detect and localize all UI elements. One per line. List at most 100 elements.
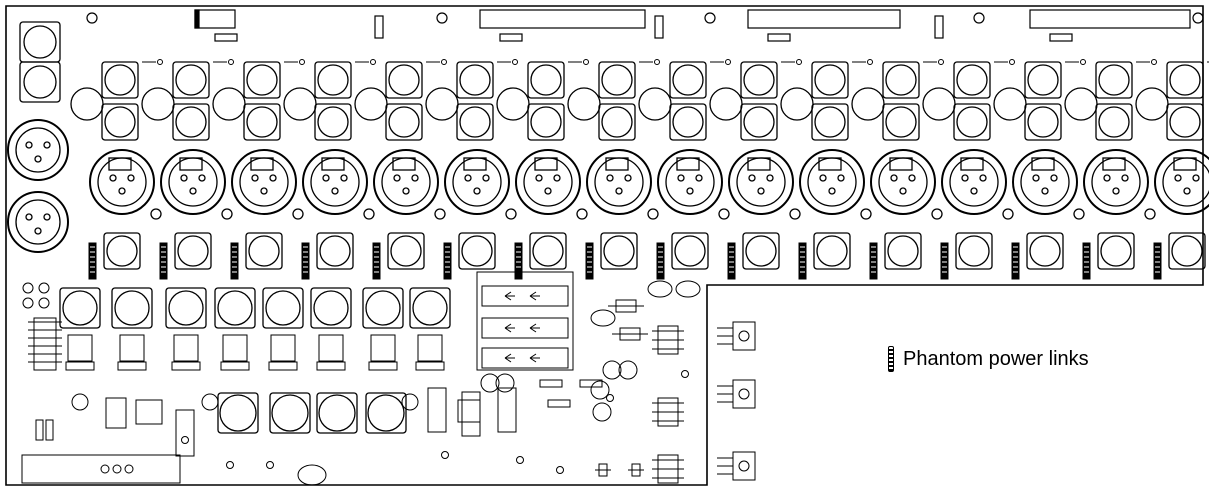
ic-chip <box>461 391 481 437</box>
phantom-power-link <box>656 242 665 280</box>
pot-knob <box>318 394 356 432</box>
switch-lever <box>481 347 569 369</box>
pot-knob <box>141 87 175 121</box>
pot-knob <box>217 290 253 326</box>
pot-body <box>1166 103 1204 141</box>
pot-body <box>314 61 352 99</box>
xlr-connector-group <box>7 119 1209 253</box>
pot-knob <box>816 235 848 267</box>
pot-body <box>165 287 207 329</box>
phantom-power-link <box>443 242 452 280</box>
capacitor <box>38 282 50 294</box>
via <box>516 456 524 464</box>
switch-label <box>220 361 250 371</box>
resistor <box>539 379 563 388</box>
header-connector <box>1029 9 1191 29</box>
via <box>299 59 305 65</box>
via <box>512 59 518 65</box>
pot-body <box>527 103 565 141</box>
pot-knob <box>1169 64 1201 96</box>
switch-label <box>316 361 346 371</box>
mounting-hole <box>704 12 716 24</box>
capacitor <box>22 297 34 309</box>
pot-knob <box>367 394 405 432</box>
pot-knob <box>1027 106 1059 138</box>
pot-knob <box>23 25 57 59</box>
xlr-connector <box>373 149 446 220</box>
xlr-connector <box>444 149 517 220</box>
pot-knob <box>956 64 988 96</box>
switch <box>67 334 93 362</box>
pot-body <box>598 61 636 99</box>
pot-body <box>669 61 707 99</box>
via <box>725 59 731 65</box>
phantom-power-link <box>230 242 239 280</box>
switch-label <box>171 361 201 371</box>
pot-knob <box>390 235 422 267</box>
pot-body <box>1095 103 1133 141</box>
header-connector <box>194 9 236 29</box>
via <box>867 59 873 65</box>
pot-body <box>387 232 425 270</box>
via <box>1080 59 1086 65</box>
pot-knob <box>743 106 775 138</box>
arrow-mark <box>504 323 540 333</box>
pot-body <box>458 232 496 270</box>
resistor <box>35 419 44 441</box>
pot-knob <box>388 64 420 96</box>
pot-knob <box>265 290 301 326</box>
pot-knob <box>168 290 204 326</box>
terminal-pin <box>112 464 122 474</box>
terminal-block <box>21 454 181 484</box>
via <box>654 59 660 65</box>
pot-knob <box>814 64 846 96</box>
pot-knob <box>885 64 917 96</box>
switch-label <box>415 361 445 371</box>
phantom-power-link <box>159 242 168 280</box>
pot-knob <box>246 64 278 96</box>
switch-block <box>476 271 574 371</box>
pot-body <box>669 103 707 141</box>
xlr-connector <box>941 149 1014 220</box>
xlr-connector <box>586 149 659 220</box>
pot-knob <box>388 106 420 138</box>
switch-label <box>368 361 398 371</box>
pot-knob <box>601 64 633 96</box>
pot-knob <box>70 87 104 121</box>
pot-body <box>813 232 851 270</box>
pot-body <box>217 392 259 434</box>
ic-chip <box>105 397 127 429</box>
pot-body <box>243 61 281 99</box>
pot-knob <box>175 64 207 96</box>
pot-body <box>671 232 709 270</box>
xlr-connector <box>160 149 233 220</box>
pot-knob <box>887 235 919 267</box>
switch <box>370 334 396 362</box>
phantom-power-link <box>1153 242 1162 280</box>
regulator-hole <box>738 388 750 400</box>
pot-knob <box>745 235 777 267</box>
ic-chip <box>457 399 481 423</box>
regulator-hole <box>738 460 750 472</box>
xlr-connector-large <box>7 119 69 181</box>
pot-knob <box>601 106 633 138</box>
pot-knob <box>459 106 491 138</box>
pot-body <box>811 103 849 141</box>
pot-knob <box>1098 64 1130 96</box>
pot-knob <box>780 87 814 121</box>
pot-knob <box>1171 235 1203 267</box>
phantom-power-link <box>514 242 523 280</box>
pot-body <box>456 103 494 141</box>
capacitor <box>590 380 610 400</box>
resistor <box>547 399 571 408</box>
xlr-connector <box>657 149 730 220</box>
ic-chip <box>497 387 517 433</box>
pot-knob <box>248 235 280 267</box>
pot-knob <box>114 290 150 326</box>
pot-body <box>243 103 281 141</box>
pot-body <box>1024 103 1062 141</box>
via <box>226 461 234 469</box>
capacitor <box>71 393 89 411</box>
mounting-hole <box>86 12 98 24</box>
